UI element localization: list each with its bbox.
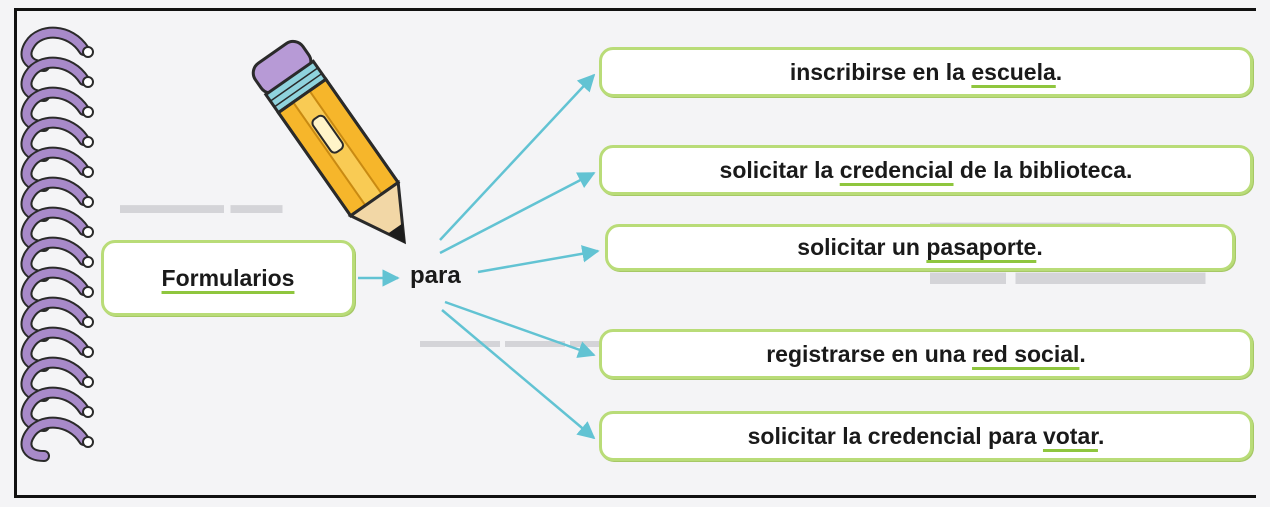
formularios-box: Formularios: [101, 240, 355, 316]
target-text: solicitar la credencial de la biblioteca…: [719, 156, 1133, 183]
para-label: para: [410, 262, 461, 289]
target-box: solicitar la credencial para votar.: [599, 411, 1253, 461]
arrow-to-target-3: [477, 245, 600, 274]
arrow-to-target-1: [439, 73, 596, 241]
target-box: solicitar la credencial de la biblioteca…: [599, 145, 1253, 195]
target-box: registrarse en una red social.: [599, 329, 1253, 379]
keyword: red social: [972, 340, 1080, 367]
target-text: registrarse en una red social.: [766, 340, 1086, 367]
arrow-to-target-2: [439, 171, 596, 255]
arrow-to-target-4: [444, 300, 596, 358]
target-text: solicitar un pasaporte.: [797, 234, 1043, 260]
spiral-ring: [20, 416, 94, 462]
bleed-through-text: ▬▬▬▬ ▬▬: [120, 190, 283, 219]
arrow-to-target-5: [441, 309, 596, 440]
target-text: solicitar la credencial para votar.: [747, 422, 1105, 449]
keyword: votar: [1042, 422, 1098, 449]
keyword: escuela: [971, 58, 1056, 85]
target-text: inscribirse en la escuela.: [789, 58, 1063, 85]
target-box: inscribirse en la escuela.: [599, 47, 1253, 97]
spiral-binding-icon: [20, 26, 94, 462]
target-box: solicitar un pasaporte.: [605, 224, 1235, 271]
worksheet-frame: [14, 8, 1260, 498]
keyword: credencial: [839, 156, 954, 183]
page-edge: [1256, 0, 1270, 507]
keyword: pasaporte: [926, 234, 1037, 260]
formularios-label: Formularios: [161, 264, 295, 291]
